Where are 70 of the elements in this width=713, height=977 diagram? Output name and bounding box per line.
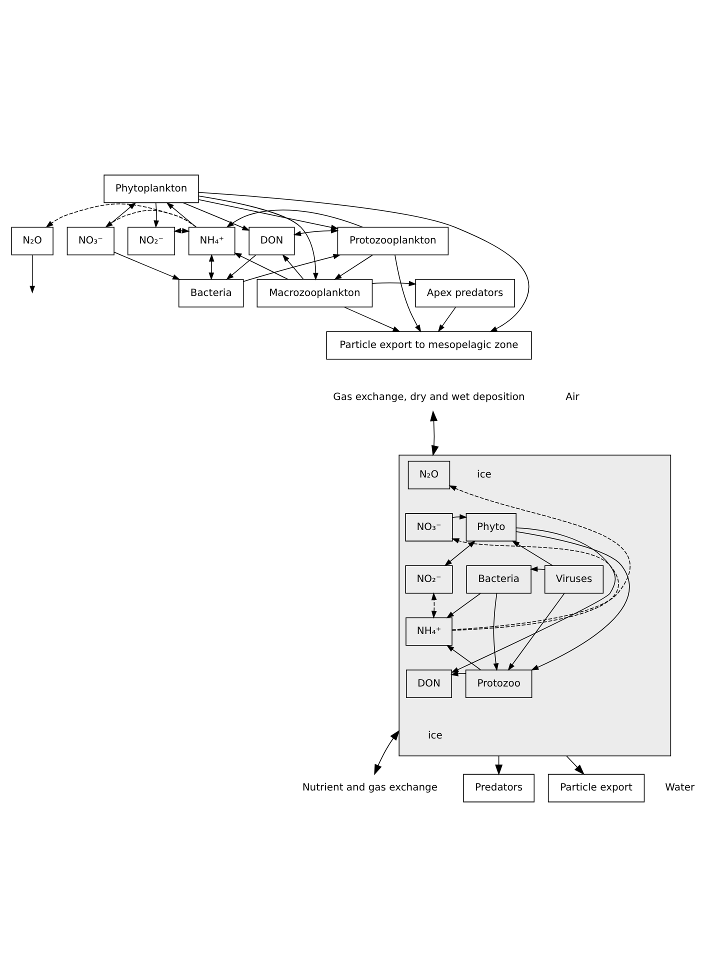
arrow — [293, 228, 339, 236]
node-box: Predators — [463, 774, 534, 802]
cluster — [398, 454, 672, 756]
label: Air — [566, 392, 580, 404]
node-box: Viruses — [544, 565, 604, 594]
node-box: NH₄⁺ — [406, 617, 452, 646]
node-text: Gas exchange, dry and wet deposition — [333, 392, 525, 404]
arrow — [452, 514, 468, 520]
node-box: DON — [406, 670, 452, 698]
arrow — [198, 196, 318, 280]
node-box: Bacteria — [178, 279, 244, 308]
arrow — [243, 254, 341, 282]
arrow — [282, 254, 304, 280]
arrow — [46, 204, 197, 228]
arrow — [30, 254, 36, 294]
node-box: N₂O — [408, 460, 450, 490]
arrow — [450, 671, 466, 676]
arrow — [394, 254, 422, 332]
arrow — [344, 306, 400, 332]
node-box: NO₂⁻ — [127, 226, 176, 256]
arrow — [493, 593, 499, 671]
arrow — [508, 593, 565, 671]
arrow — [226, 210, 363, 228]
arrow — [234, 252, 288, 280]
node-box: Phytoplankton — [104, 174, 199, 204]
arrow — [516, 531, 630, 670]
arrow — [446, 593, 481, 618]
arrow — [444, 540, 476, 566]
arrow — [182, 202, 250, 231]
node-box: N₂O — [11, 226, 54, 256]
arrow — [495, 756, 503, 776]
node-box: Particle export — [548, 774, 645, 802]
node-box: Bacteria — [466, 565, 532, 594]
arrow — [114, 252, 180, 280]
node-box: NH₄⁺ — [188, 226, 236, 256]
arrow — [166, 202, 196, 228]
arrow — [154, 202, 160, 228]
node-box: NO₃⁻ — [66, 226, 114, 256]
label: ice — [477, 470, 492, 481]
label: Water — [665, 782, 695, 794]
arrow — [530, 566, 545, 572]
arrow — [208, 254, 214, 280]
arrow — [512, 540, 553, 566]
arrow — [226, 254, 256, 280]
arrow — [334, 254, 373, 280]
arrow — [198, 192, 530, 332]
arrow — [374, 730, 400, 776]
arrow — [448, 485, 630, 630]
arrow — [438, 306, 456, 332]
arrow — [106, 202, 136, 228]
label: ice — [428, 730, 442, 742]
arrow — [566, 756, 585, 776]
arrow — [452, 538, 618, 631]
node-box: NO₃⁻ — [405, 513, 453, 542]
node-box: DON — [248, 226, 295, 256]
node-box: NO₂⁻ — [405, 565, 453, 594]
node-box: Protozoo — [465, 670, 532, 698]
node-box: Macrozooplankton — [256, 279, 373, 308]
arrow — [174, 228, 190, 234]
node-box: Phyto — [466, 513, 516, 542]
arrow — [450, 528, 616, 673]
arrow — [105, 210, 197, 228]
node-text: Nutrient and gas exchange — [302, 782, 438, 794]
arrow — [431, 592, 437, 619]
node-box: Apex predators — [415, 279, 515, 308]
node-box: Protozooplankton — [337, 226, 449, 256]
node-box: Particle export to mesopelagic zone — [326, 331, 532, 360]
arrow — [446, 645, 481, 670]
arrow — [372, 280, 417, 286]
arrow — [430, 410, 439, 456]
